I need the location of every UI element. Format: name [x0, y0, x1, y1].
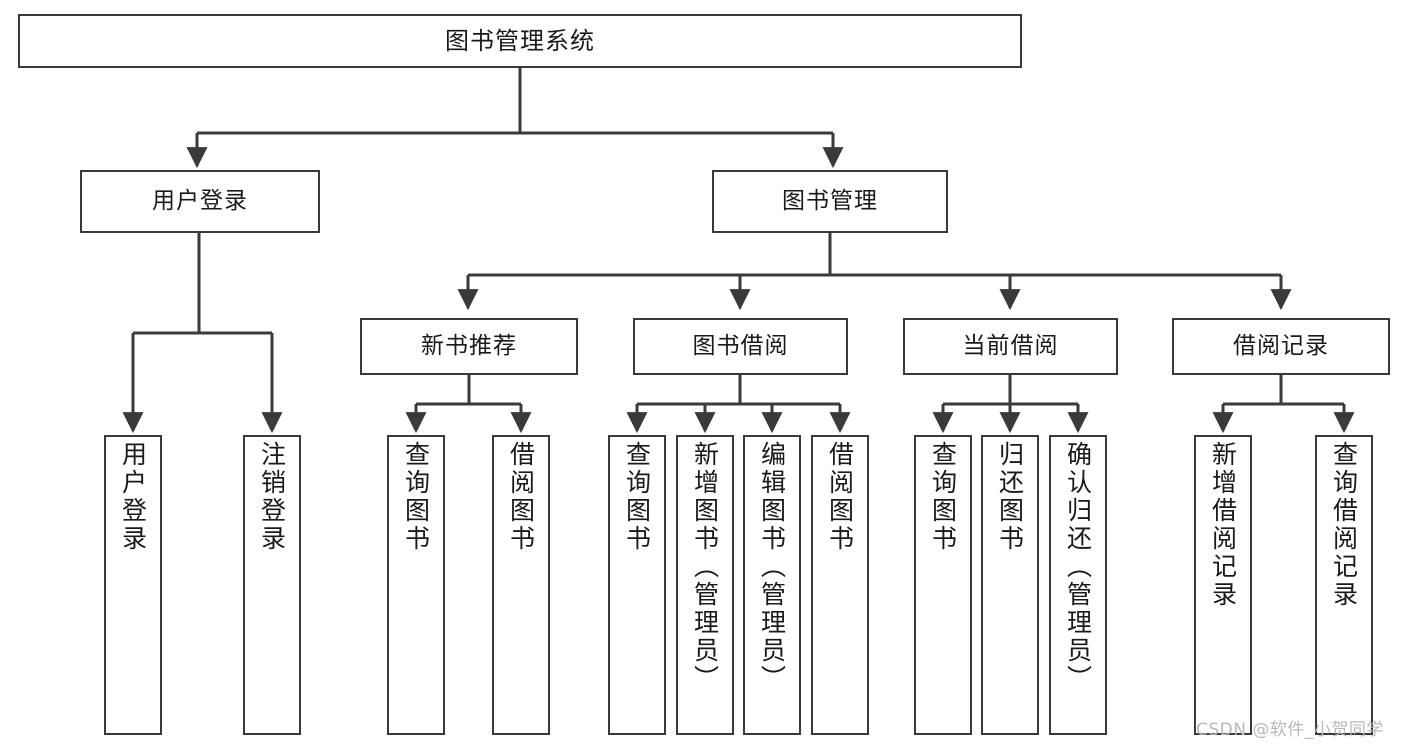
leaf-borrow-borrow-books[interactable]: 借阅图书 [811, 435, 869, 735]
node-new-book-recommendation[interactable]: 新书推荐 [360, 318, 578, 375]
leaf-borrow-edit-book-admin[interactable]: 编辑图书（管理员） [743, 435, 801, 735]
node-label: 查询借阅记录 [1329, 441, 1359, 609]
node-label: 查询图书 [928, 441, 958, 553]
node-borrowing-records[interactable]: 借阅记录 [1172, 318, 1390, 375]
node-user-login[interactable]: 用户登录 [80, 170, 320, 233]
node-current-borrowing[interactable]: 当前借阅 [903, 318, 1118, 375]
leaf-user-login[interactable]: 用户登录 [104, 435, 162, 735]
node-label: 新增图书（管理员） [690, 441, 720, 693]
node-root-book-management-system[interactable]: 图书管理系统 [18, 14, 1022, 68]
node-book-management[interactable]: 图书管理 [712, 170, 948, 233]
leaf-new-book-query-books[interactable]: 查询图书 [387, 435, 445, 735]
leaf-current-confirm-return-admin[interactable]: 确认归还（管理员） [1049, 435, 1107, 735]
node-label: 新增借阅记录 [1208, 441, 1238, 609]
leaf-logout[interactable]: 注销登录 [243, 435, 301, 735]
node-label: 编辑图书（管理员） [757, 441, 787, 693]
node-label: 确认归还（管理员） [1063, 441, 1093, 693]
leaf-borrow-add-book-admin[interactable]: 新增图书（管理员） [676, 435, 734, 735]
node-label: 注销登录 [257, 441, 287, 553]
node-label: 新书推荐 [421, 332, 517, 359]
node-label: 用户登录 [152, 187, 248, 214]
node-label: 查询图书 [401, 441, 431, 553]
leaf-current-query-books[interactable]: 查询图书 [914, 435, 972, 735]
node-label: 用户登录 [118, 441, 148, 553]
node-label: 当前借阅 [962, 332, 1059, 359]
node-label: 借阅记录 [1233, 332, 1329, 359]
node-book-borrowing[interactable]: 图书借阅 [633, 318, 848, 375]
leaf-current-return-books[interactable]: 归还图书 [981, 435, 1039, 735]
leaf-record-add-borrow-record[interactable]: 新增借阅记录 [1194, 435, 1252, 735]
leaf-record-query-borrow-record[interactable]: 查询借阅记录 [1315, 435, 1373, 735]
node-label: 归还图书 [995, 441, 1025, 553]
node-label: 图书管理 [782, 187, 878, 214]
node-label: 图书借阅 [692, 332, 789, 359]
node-label: 借阅图书 [506, 441, 536, 553]
leaf-borrow-query-books[interactable]: 查询图书 [608, 435, 666, 735]
node-label: 查询图书 [622, 441, 652, 553]
leaf-new-book-borrow-books[interactable]: 借阅图书 [492, 435, 550, 735]
node-label: 借阅图书 [825, 441, 855, 553]
node-label: 图书管理系统 [445, 26, 595, 55]
